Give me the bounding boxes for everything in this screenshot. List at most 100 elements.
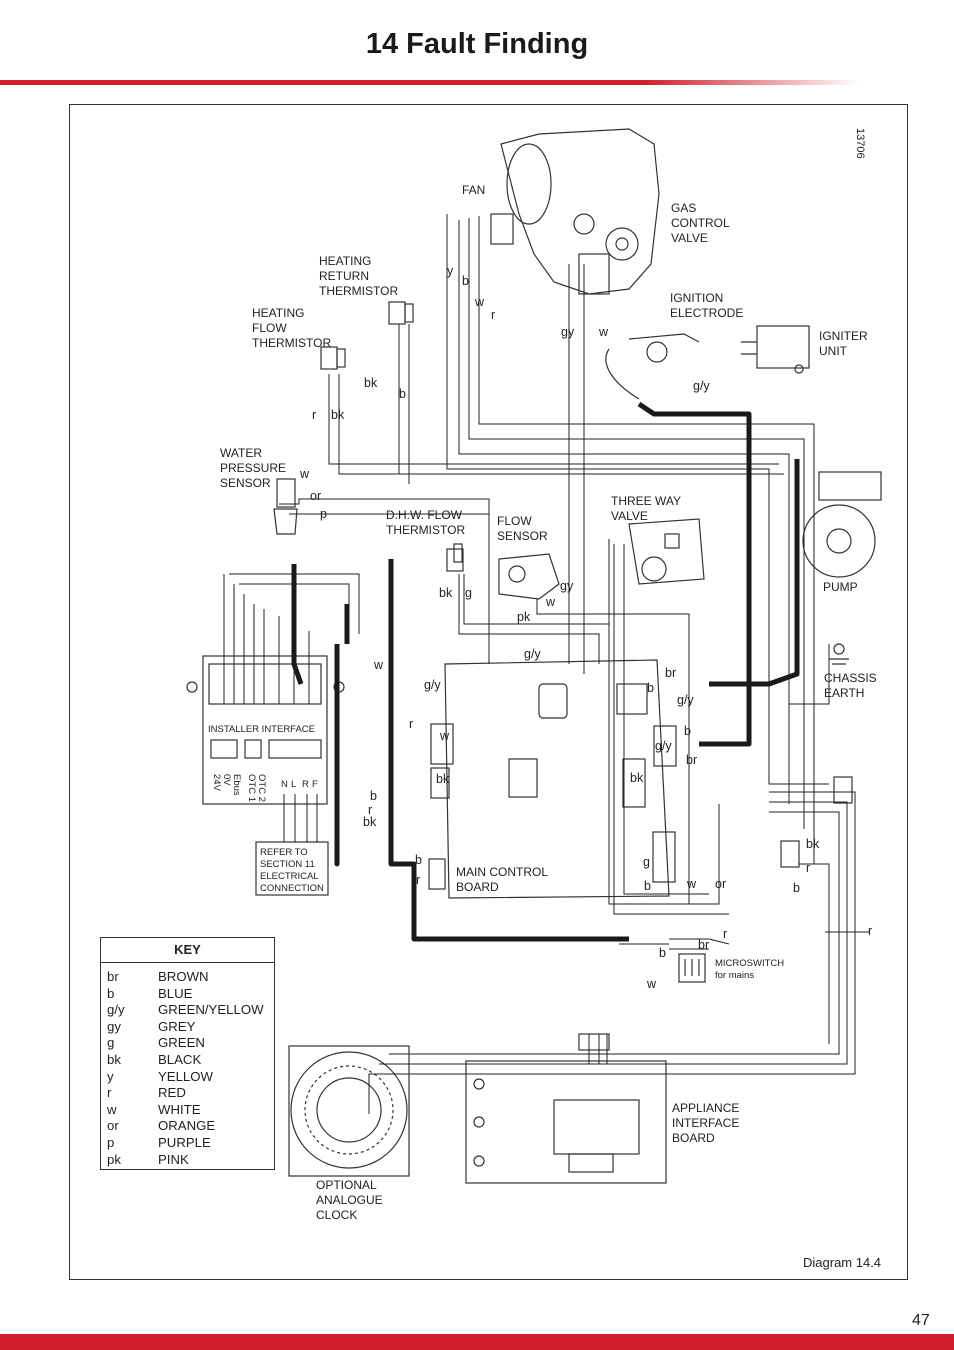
key-row: w WHITE — [107, 1102, 274, 1119]
key-name: BLACK — [158, 1051, 202, 1067]
label-refer-4: CONNECTION — [260, 883, 324, 894]
wire-code: b — [644, 879, 651, 893]
key-code: gy — [107, 1018, 121, 1034]
wire-code: b — [647, 681, 654, 695]
terminal-r: R — [302, 779, 309, 790]
label-microswitch-2: for mains — [715, 970, 754, 981]
right-connector-top — [833, 776, 853, 804]
key-name: PURPLE — [158, 1134, 211, 1150]
wire-code: bk — [439, 586, 453, 600]
wire-code: bk — [363, 815, 377, 829]
wire-code: w — [598, 325, 609, 339]
diagram-frame — [69, 104, 908, 1280]
label-appliance-3: BOARD — [672, 1131, 715, 1145]
wire-code: w — [686, 877, 697, 891]
label-heating-flow-2: FLOW — [252, 321, 287, 335]
wire-code: g/y — [424, 678, 441, 692]
footer-bar — [0, 1334, 954, 1350]
wire-code: g — [643, 855, 650, 869]
wire-code: w — [373, 658, 384, 672]
wire-code: b — [793, 881, 800, 895]
wire-code: g/y — [655, 739, 672, 753]
wire-code: br — [698, 938, 709, 952]
wire-code: r — [806, 861, 810, 875]
thermistor-components — [320, 301, 464, 572]
label-refer-3: ELECTRICAL — [260, 871, 319, 882]
label-refer-2: SECTION 11 — [260, 859, 315, 870]
wire-code: g/y — [677, 693, 694, 707]
key-code: g/y — [107, 1002, 125, 1018]
label-flow-sensor-1: FLOW — [497, 514, 532, 528]
label-ignition-2: ELECTRODE — [670, 306, 743, 320]
gy-thick-wire — [637, 401, 752, 747]
wire-code: b — [370, 789, 377, 803]
label-dhw-2: THERMISTOR — [386, 523, 465, 537]
appliance-interface-board-component — [465, 1033, 667, 1184]
wire-code: b — [462, 274, 469, 288]
key-code: pk — [107, 1151, 121, 1167]
key-code: w — [107, 1101, 117, 1117]
igniter-unit-component — [741, 325, 810, 374]
key-name: ORANGE — [158, 1118, 216, 1134]
label-main-board-2: BOARD — [456, 880, 499, 894]
right-connector-bottom — [780, 840, 800, 868]
wire-code: w — [545, 595, 556, 609]
key-name: PINK — [158, 1151, 189, 1167]
wire-code: g/y — [693, 379, 710, 393]
key-name: BLUE — [158, 985, 193, 1001]
wiring-diagram: FAN GAS CONTROL VALVE IGNITION ELECTRODE… — [186, 128, 882, 1222]
label-installer-interface: INSTALLER INTERFACE — [208, 724, 315, 735]
wire-code: bk — [436, 772, 450, 786]
label-appliance-2: INTERFACE — [672, 1116, 739, 1130]
key-row: pk PINK — [107, 1152, 274, 1169]
label-pump: PUMP — [823, 580, 858, 594]
label-gas-valve-1: GAS — [671, 201, 696, 215]
wire-code: b — [399, 387, 406, 401]
key-code: bk — [107, 1051, 121, 1067]
pump-component — [802, 471, 882, 578]
wire-code: r — [416, 873, 420, 887]
label-clock-3: CLOCK — [316, 1208, 357, 1222]
terminal-l: L — [291, 779, 296, 790]
key-code: b — [107, 985, 115, 1001]
label-appliance-1: APPLIANCE — [672, 1101, 739, 1115]
key-name: YELLOW — [158, 1068, 213, 1084]
key-name: GREEN — [158, 1035, 205, 1051]
three-way-valve-component — [628, 518, 705, 585]
key-name: RED — [158, 1085, 186, 1101]
key-name: WHITE — [158, 1101, 201, 1117]
terminal-n: N — [281, 779, 288, 790]
wire-code: bk — [806, 837, 820, 851]
terminal-0v: 0V — [221, 774, 232, 786]
ignition-electrode-component — [605, 333, 700, 400]
wire-code: g — [465, 586, 472, 600]
wire-code: r — [491, 308, 495, 322]
key-row: b BLUE — [107, 986, 274, 1003]
page-number: 47 — [912, 1312, 930, 1329]
label-main-board-1: MAIN CONTROL — [456, 865, 548, 879]
page-title: 14 Fault Finding — [365, 28, 589, 60]
label-dhw-1: D.H.W. FLOW — [386, 508, 463, 522]
chassis-earth-symbol — [829, 643, 849, 665]
label-chassis-2: EARTH — [824, 686, 864, 700]
wire-code: br — [665, 666, 676, 680]
wire-code: r — [409, 717, 413, 731]
label-heating-return-2: RETURN — [319, 269, 369, 283]
wire-code: r — [368, 803, 372, 817]
wire-code: or — [310, 489, 321, 503]
key-row: bk BLACK — [107, 1052, 274, 1069]
label-gas-valve-2: CONTROL — [671, 216, 730, 230]
label-heating-flow-3: THERMISTOR — [252, 336, 331, 350]
terminal-24v: 24V — [211, 774, 222, 792]
main-control-board-component — [428, 659, 677, 899]
label-gas-valve-3: VALVE — [671, 231, 708, 245]
wire-code: bk — [630, 771, 644, 785]
